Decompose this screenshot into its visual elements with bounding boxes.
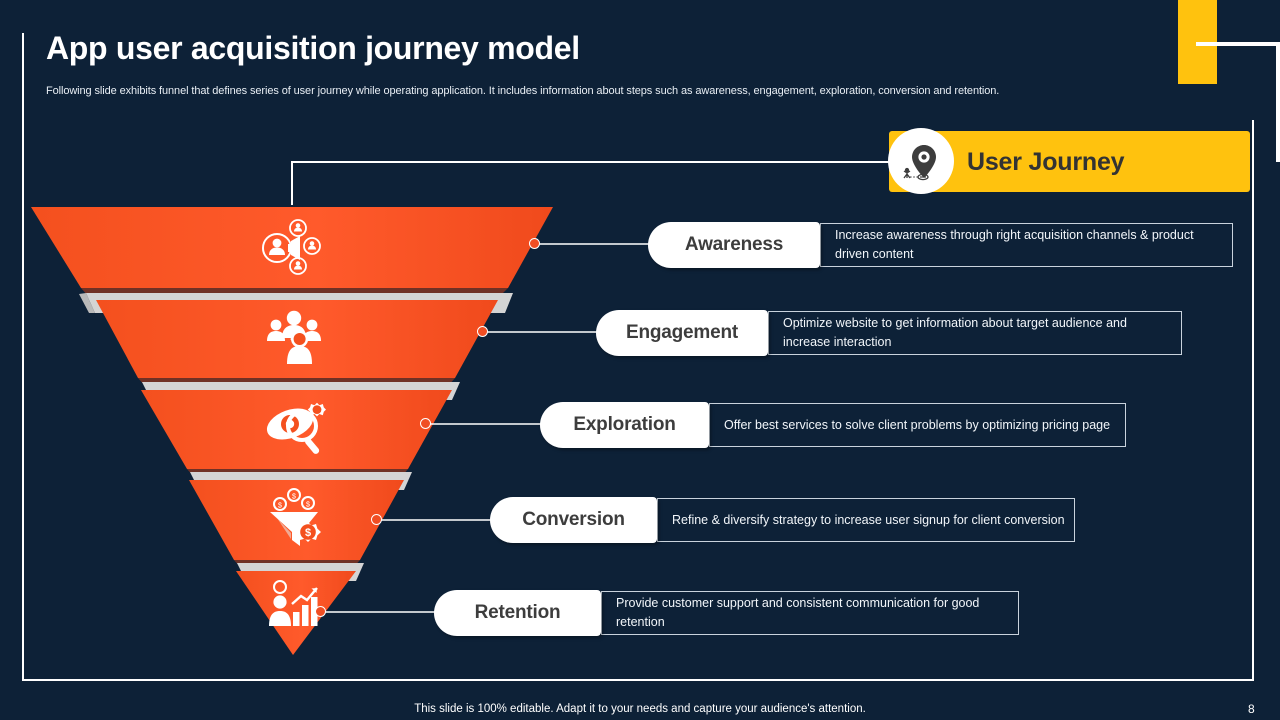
svg-text:$: $ [292, 494, 296, 501]
stage-label-exploration: Exploration [573, 414, 676, 435]
stage-description-exploration: Offer best services to solve client prob… [724, 417, 1111, 432]
connector-dot-engagement [477, 326, 488, 337]
svg-text:$: $ [278, 503, 282, 510]
slide-border-bottom [22, 679, 1254, 681]
person-growth-chart-icon [268, 580, 320, 628]
stage-row-conversion: Refine & diversify strategy to increase … [490, 497, 1075, 543]
stage-description-box-retention: Provide customer support and consistent … [601, 591, 1019, 635]
stage-description-retention: Provide customer support and consistent … [616, 596, 980, 629]
page-subtitle: Following slide exhibits funnel that def… [46, 85, 1000, 97]
stage-label-pill-conversion[interactable]: Conversion [490, 497, 657, 543]
stage-label-conversion: Conversion [522, 509, 625, 530]
stage-row-engagement: Optimize website to get information abou… [596, 310, 1182, 356]
stage-label-pill-awareness[interactable]: Awareness [648, 222, 820, 268]
stage-label-awareness: Awareness [684, 234, 784, 255]
connector-dot-awareness [529, 238, 540, 249]
connector-dot-exploration [420, 418, 431, 429]
stage-description-box-conversion: Refine & diversify strategy to increase … [657, 498, 1075, 542]
footer-note: This slide is 100% editable. Adapt it to… [414, 703, 866, 715]
stage-description-box-awareness: Increase awareness through right acquisi… [820, 223, 1233, 267]
decoration-white-frame [1196, 42, 1280, 162]
stage-label-pill-engagement[interactable]: Engagement [596, 310, 768, 356]
connector-dot-retention [315, 606, 326, 617]
page-title: App user acquisition journey model [46, 30, 580, 66]
stage-row-exploration: Offer best services to solve client prob… [540, 402, 1126, 448]
svg-text:$: $ [306, 502, 310, 509]
user-journey-label: User Journey [967, 148, 1125, 176]
slide-border-right [1252, 120, 1254, 681]
connector-dot-conversion [371, 514, 382, 525]
team-gear-icon [265, 308, 323, 364]
stage-description-conversion: Refine & diversify strategy to increase … [672, 512, 1065, 527]
stage-label-engagement: Engagement [625, 322, 739, 343]
stage-label-pill-exploration[interactable]: Exploration [540, 402, 709, 448]
badge-connector-vertical [291, 161, 293, 205]
svg-text:$: $ [305, 527, 311, 539]
stage-label-pill-retention[interactable]: Retention [434, 590, 601, 636]
stage-description-box-exploration: Offer best services to solve client prob… [709, 403, 1126, 447]
megaphone-audience-icon [258, 218, 330, 276]
stage-description-awareness: Increase awareness through right acquisi… [835, 228, 1194, 261]
funnel-coins-dollar-icon: $ $ $ $ [266, 488, 326, 550]
stage-row-retention: Provide customer support and consistent … [434, 590, 1019, 636]
stage-description-engagement: Optimize website to get information abou… [783, 316, 1127, 349]
eye-magnifier-gear-icon [264, 398, 326, 456]
stage-description-box-engagement: Optimize website to get information abou… [768, 311, 1182, 355]
map-pin-journey-icon [888, 128, 954, 194]
page-number: 8 [1248, 702, 1255, 716]
badge-connector-horizontal [291, 161, 889, 163]
stage-label-retention: Retention [474, 602, 561, 623]
stage-row-awareness: Increase awareness through right acquisi… [648, 222, 1233, 268]
